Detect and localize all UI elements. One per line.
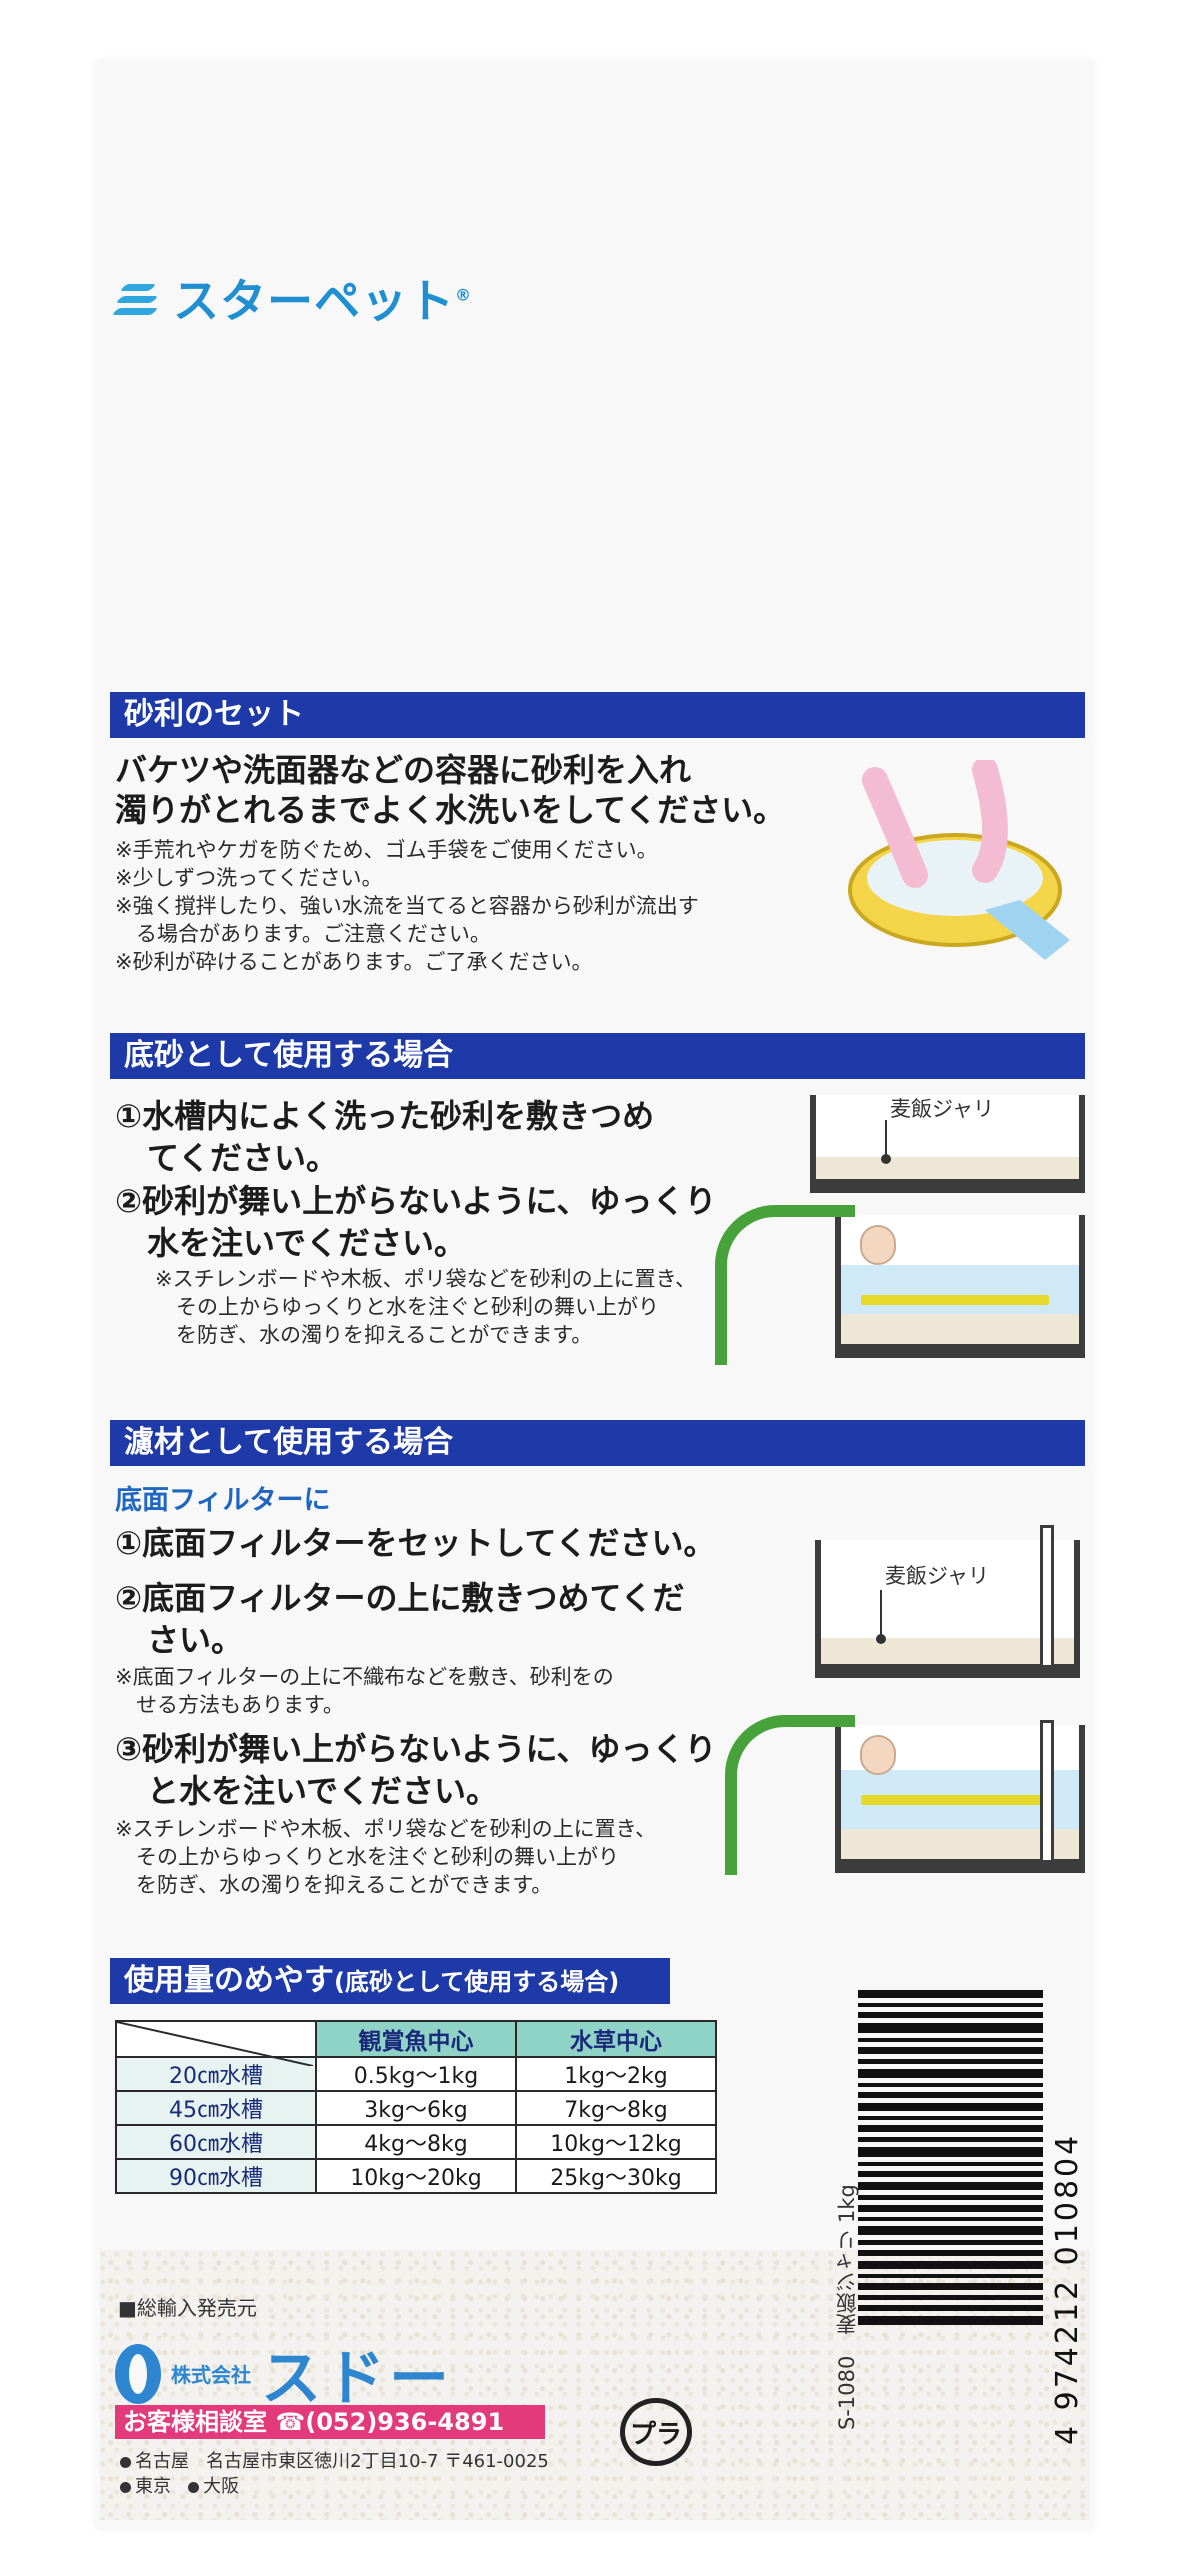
usage-table: 観賞魚中心 水草中心 20㎝水槽 0.5kg〜1kg 1kg〜2kg 45㎝水槽… <box>115 2020 717 2194</box>
usage-row-tank: 20㎝水槽 <box>115 2056 317 2092</box>
filter-step-2: ②底面フィルターの上に敷きつめてくだ さい。 <box>115 1579 685 1659</box>
gravel-set-lead: バケツや洗面器などの容器に砂利を入れ 濁りがとれるまでよく水洗いをしてください。 <box>115 751 786 829</box>
usage-col-fish: 観賞魚中心 <box>315 2020 517 2058</box>
substrate-notes: ※スチレンボードや木板、ポリ袋などを砂利の上に置き、 その上からゆっくりと水を注… <box>155 1267 697 1347</box>
product-code: S-1080 麦飯ジャリ 1kg <box>835 2184 859 2430</box>
section-heading-usage: 使用量のめやす(底砂として使用する場合) <box>110 1958 670 2004</box>
filter-tank-label: 麦飯ジャリ <box>885 1564 989 1588</box>
filter-subheading: 底面フィルターに <box>115 1485 331 1516</box>
usage-table-corner <box>115 2020 317 2066</box>
usage-col-plants: 水草中心 <box>515 2020 717 2058</box>
table-row: 60㎝水槽 4kg〜8kg 10kg〜12kg <box>115 2124 717 2160</box>
usage-cell-fish: 0.5kg〜1kg <box>315 2056 517 2092</box>
bullet-icon <box>120 2456 131 2468</box>
gravel-set-notes: ※手荒れやケガを防ぐため、ゴム手袋をご使用ください。 ※少しずつ洗ってください。… <box>115 838 699 974</box>
table-row: 90㎝水槽 10kg〜20kg 25kg〜30kg <box>115 2158 717 2194</box>
bullet-icon <box>188 2481 200 2493</box>
brand-logo: スターペット® <box>111 265 472 331</box>
maker-mark-icon <box>115 2343 161 2404</box>
maker-label: ■総輸入発売元 <box>118 2296 257 2320</box>
substrate-step-1: ①水槽内によく洗った砂利を敷きつめ てください。 <box>115 1097 655 1177</box>
filter-lift-pipe <box>1040 1525 1054 1665</box>
section-heading-substrate: 底砂として使用する場合 <box>110 1033 1085 1079</box>
brand-name: スターペット® <box>173 274 472 328</box>
substrate-hose <box>715 1205 855 1365</box>
filter-tank-pointer <box>876 1590 886 1644</box>
section-heading-filter: 濾材として使用する場合 <box>110 1420 1085 1466</box>
usage-cell-plants: 7kg〜8kg <box>515 2090 717 2126</box>
usage-cell-plants: 10kg〜12kg <box>515 2124 717 2160</box>
washing-gravel-illustration <box>848 760 1070 960</box>
substrate-step-2: ②砂利が舞い上がらないように、ゆっくり 水を注いでください。 <box>115 1182 717 1262</box>
table-row: 20㎝水槽 0.5kg〜1kg 1kg〜2kg <box>115 2056 717 2092</box>
bullet-icon <box>120 2481 131 2493</box>
substrate-filling-tank-illustration <box>835 1215 1085 1358</box>
substrate-tank-pointer <box>881 1120 891 1164</box>
barcode <box>858 1990 1043 2410</box>
barcode-number: 4 974212 010804 <box>1050 2132 1085 2445</box>
plastic-recycle-icon: プラ <box>620 2398 692 2466</box>
maker-logo: 株式会社 スドー <box>115 2330 453 2417</box>
filter-step-1: ①底面フィルターをセットしてください。 <box>115 1524 716 1562</box>
usage-cell-plants: 25kg〜30kg <box>515 2158 717 2194</box>
usage-cell-plants: 1kg〜2kg <box>515 2056 717 2092</box>
customer-contact: お客様相談室 ☎(052)936-4891 <box>115 2405 545 2439</box>
brand-mark-icon <box>111 278 167 318</box>
filter-notes-b: ※スチレンボードや木板、ポリ袋などを砂利の上に置き、 その上からゆっくりと水を注… <box>115 1817 657 1897</box>
usage-cell-fish: 4kg〜8kg <box>315 2124 517 2160</box>
usage-row-tank: 45㎝水槽 <box>115 2090 317 2126</box>
filter-filling-lift-pipe <box>1040 1720 1054 1860</box>
maker-company-name: スドー <box>261 2344 453 2414</box>
filter-hand <box>860 1735 896 1775</box>
filter-hose <box>725 1715 855 1875</box>
maker-address-line2: 東京 大阪 <box>120 2472 239 2498</box>
filter-step-3: ③砂利が舞い上がらないように、ゆっくり と水を注いでください。 <box>115 1730 717 1810</box>
usage-cell-fish: 3kg〜6kg <box>315 2090 517 2126</box>
substrate-hand <box>860 1225 896 1265</box>
table-row: 45㎝水槽 3kg〜6kg 7kg〜8kg <box>115 2090 717 2126</box>
maker-address-line1: 名古屋 名古屋市東区徳川2丁目10-7 〒461-0025 <box>120 2447 549 2473</box>
usage-cell-fish: 10kg〜20kg <box>315 2158 517 2194</box>
substrate-tank-label: 麦飯ジャリ <box>890 1097 994 1121</box>
filter-notes-a: ※底面フィルターの上に不織布などを敷き、砂利をの せる方法もあります。 <box>115 1665 614 1717</box>
section-heading-gravel-set: 砂利のセット <box>110 692 1085 738</box>
filter-tank-illustration <box>815 1540 1080 1678</box>
maker-company-prefix: 株式会社 <box>171 2363 251 2387</box>
usage-row-tank: 90㎝水槽 <box>115 2158 317 2194</box>
usage-row-tank: 60㎝水槽 <box>115 2124 317 2160</box>
